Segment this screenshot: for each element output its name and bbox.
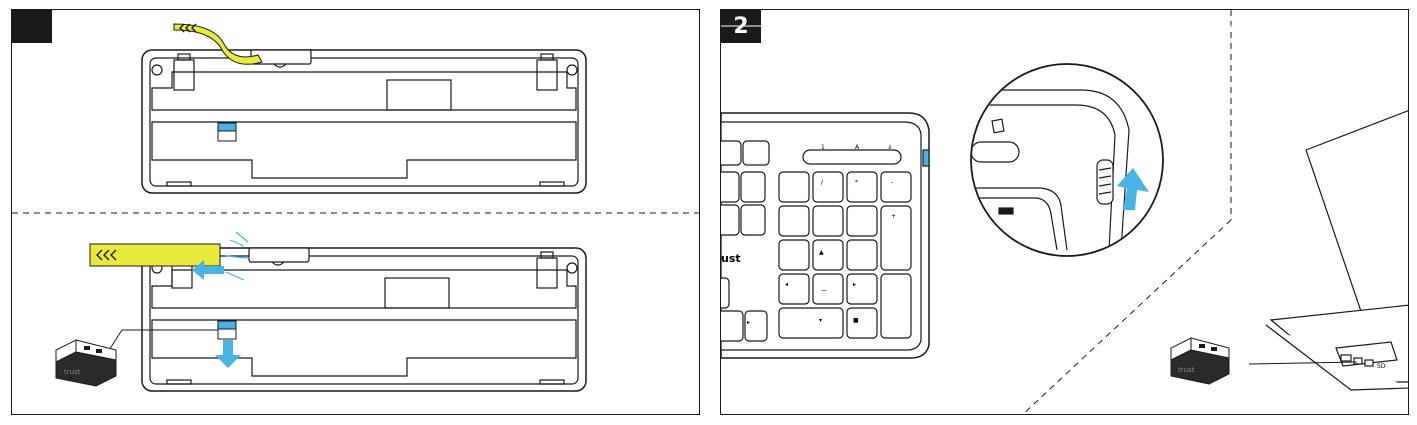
key <box>721 141 741 165</box>
key <box>721 172 739 202</box>
key <box>745 311 767 341</box>
numpad-symbol: + <box>891 213 896 220</box>
numpad-symbol: ▸ <box>747 319 750 326</box>
numpad-symbol: ▸ <box>853 281 856 288</box>
key <box>741 205 765 235</box>
key <box>721 311 743 341</box>
numpad-symbol: ▲ <box>819 249 824 256</box>
svg-text:trust: trust <box>1178 366 1195 374</box>
led-label-scroll: ⇓ <box>887 144 892 151</box>
numpad-key-0 <box>779 308 843 338</box>
receiver-slot-indicator <box>218 123 236 131</box>
svg-text:trust: trust <box>64 368 81 376</box>
led-label-num: 1 <box>821 144 825 151</box>
brand-text: ust <box>721 252 741 265</box>
usb-receiver-icon: trust <box>56 340 116 386</box>
numpad-key <box>847 308 877 338</box>
numpad-key <box>779 240 809 270</box>
switch-zoom-circle <box>971 64 1163 256</box>
numpad-symbol: ◂ <box>785 281 788 288</box>
numpad-key <box>847 240 877 270</box>
numpad-key <box>813 240 843 270</box>
numpad-symbol: — <box>821 287 827 294</box>
numpad-key <box>881 172 911 202</box>
sd-port-label: SD <box>1377 363 1386 370</box>
pull-tab-tape-bottom <box>90 244 220 266</box>
key <box>743 141 769 165</box>
step-2-panel: 2 1 A ⇓ ust <box>720 9 1409 415</box>
down-arrow-icon <box>215 340 241 368</box>
numpad-key <box>847 172 877 202</box>
key <box>721 278 729 308</box>
numpad-key <box>779 206 809 236</box>
numpad-key <box>813 172 843 202</box>
numpad-symbol: ■ <box>853 317 859 324</box>
key <box>721 205 739 235</box>
numpad-symbol: - <box>891 179 893 186</box>
usb-receiver-icon-2: trust <box>1171 338 1229 384</box>
step-1-illustration: trust <box>12 10 700 415</box>
numpad-key <box>813 274 843 304</box>
numpad-symbol: * <box>855 179 858 186</box>
numpad-key <box>847 206 877 236</box>
step-2-illustration: 1 A ⇓ ust <box>721 10 1409 415</box>
numpad-key <box>779 172 809 202</box>
numpad-key-enter <box>881 274 911 338</box>
keyboard-back-top <box>142 50 586 193</box>
numpad-key <box>847 274 877 304</box>
laptop <box>1266 110 1409 390</box>
numpad-symbol: ▾ <box>819 317 822 324</box>
key <box>741 172 765 202</box>
numpad-key <box>813 206 843 236</box>
numpad-key <box>779 274 809 304</box>
step-1-panel: trust <box>11 9 700 415</box>
